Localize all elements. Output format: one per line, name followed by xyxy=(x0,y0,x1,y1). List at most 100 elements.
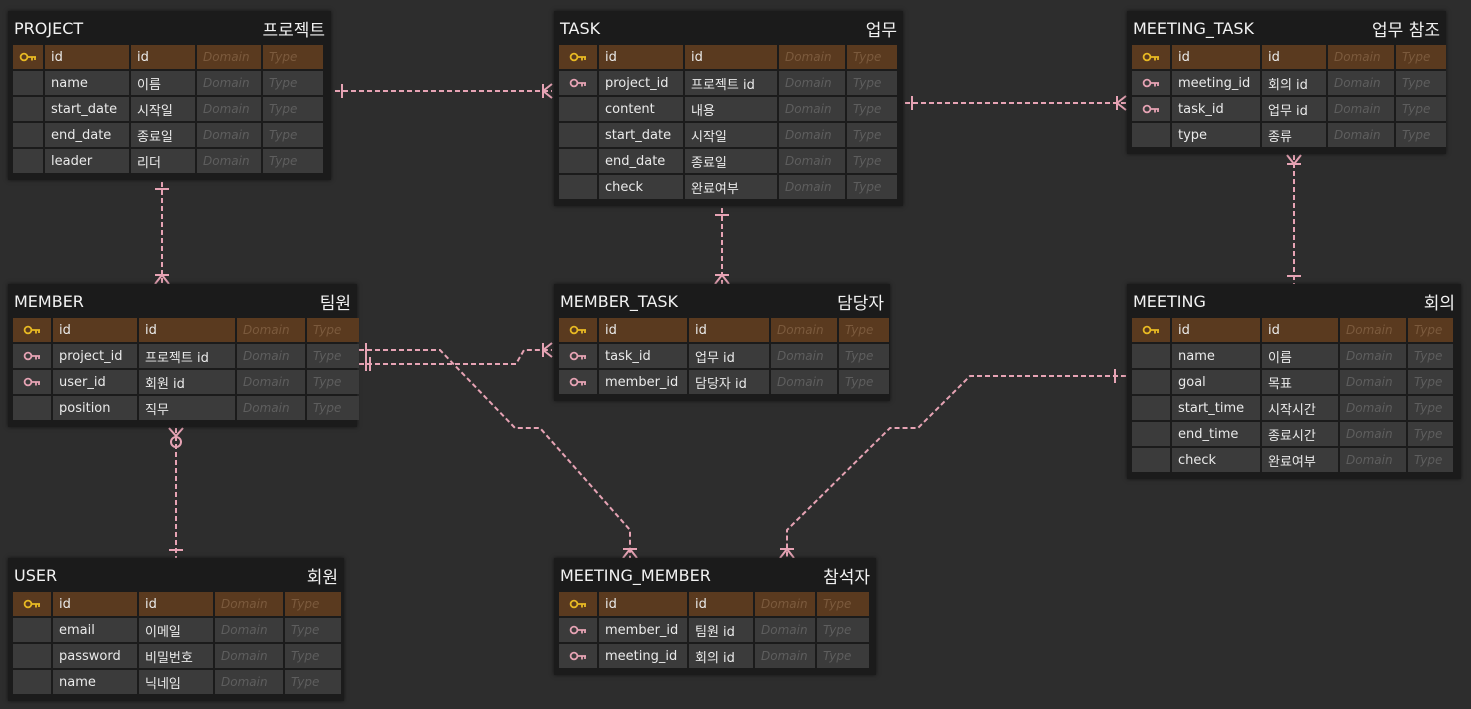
column-domain[interactable]: Domain xyxy=(771,318,837,342)
column-type[interactable]: Type xyxy=(847,45,897,69)
column-physical-name[interactable]: email xyxy=(53,618,137,642)
column-logical-name[interactable]: 담당자 id xyxy=(689,370,769,394)
column-domain[interactable]: Domain xyxy=(197,123,261,147)
column-logical-name[interactable]: id xyxy=(139,318,235,342)
column-physical-name[interactable]: leader xyxy=(45,149,129,173)
column-domain[interactable]: Domain xyxy=(197,45,261,69)
column-logical-name[interactable]: 닉네임 xyxy=(139,670,213,694)
column-physical-name[interactable]: id xyxy=(1172,318,1260,342)
column-domain[interactable]: Domain xyxy=(755,592,815,616)
column-physical-name[interactable]: project_id xyxy=(599,71,683,95)
column-type[interactable]: Type xyxy=(847,97,897,121)
column-physical-name[interactable]: task_id xyxy=(1172,97,1260,121)
column-logical-name[interactable]: id xyxy=(689,592,753,616)
column-type[interactable]: Type xyxy=(1408,370,1453,394)
column-physical-name[interactable]: check xyxy=(1172,448,1260,472)
column-physical-name[interactable]: id xyxy=(45,45,129,69)
column-domain[interactable]: Domain xyxy=(771,370,837,394)
column-logical-name[interactable]: 이메일 xyxy=(139,618,213,642)
column-type[interactable]: Type xyxy=(263,123,323,147)
column-physical-name[interactable]: meeting_id xyxy=(599,644,687,668)
column-logical-name[interactable]: 목표 xyxy=(1262,370,1338,394)
column-physical-name[interactable]: name xyxy=(53,670,137,694)
column-domain[interactable]: Domain xyxy=(215,618,283,642)
column-domain[interactable]: Domain xyxy=(779,45,845,69)
column-type[interactable]: Type xyxy=(847,123,897,147)
column-type[interactable]: Type xyxy=(839,318,889,342)
column-type[interactable]: Type xyxy=(1396,97,1446,121)
column-physical-name[interactable]: password xyxy=(53,644,137,668)
column-type[interactable]: Type xyxy=(263,71,323,95)
column-type[interactable]: Type xyxy=(285,644,341,668)
column-type[interactable]: Type xyxy=(1396,71,1446,95)
column-domain[interactable]: Domain xyxy=(779,97,845,121)
column-type[interactable]: Type xyxy=(285,618,341,642)
column-domain[interactable]: Domain xyxy=(237,396,305,420)
column-physical-name[interactable]: type xyxy=(1172,123,1260,147)
column-domain[interactable]: Domain xyxy=(1340,396,1406,420)
column-type[interactable]: Type xyxy=(263,97,323,121)
column-logical-name[interactable]: id xyxy=(1262,318,1338,342)
column-logical-name[interactable]: 팀원 id xyxy=(689,618,753,642)
column-domain[interactable]: Domain xyxy=(1340,370,1406,394)
column-domain[interactable]: Domain xyxy=(1340,344,1406,368)
column-physical-name[interactable]: end_date xyxy=(599,149,683,173)
column-logical-name[interactable]: 프로젝트 id xyxy=(685,71,777,95)
column-domain[interactable]: Domain xyxy=(755,644,815,668)
column-domain[interactable]: Domain xyxy=(237,370,305,394)
column-physical-name[interactable]: id xyxy=(599,592,687,616)
column-logical-name[interactable]: 업무 id xyxy=(689,344,769,368)
column-domain[interactable]: Domain xyxy=(779,71,845,95)
column-type[interactable]: Type xyxy=(847,149,897,173)
column-domain[interactable]: Domain xyxy=(237,318,305,342)
column-type[interactable]: Type xyxy=(307,318,359,342)
column-type[interactable]: Type xyxy=(285,670,341,694)
column-domain[interactable]: Domain xyxy=(215,592,283,616)
column-type[interactable]: Type xyxy=(1408,318,1453,342)
column-type[interactable]: Type xyxy=(817,644,869,668)
column-physical-name[interactable]: task_id xyxy=(599,344,687,368)
column-type[interactable]: Type xyxy=(1408,344,1453,368)
column-physical-name[interactable]: end_time xyxy=(1172,422,1260,446)
column-logical-name[interactable]: id xyxy=(139,592,213,616)
column-physical-name[interactable]: id xyxy=(1172,45,1260,69)
column-type[interactable]: Type xyxy=(1396,123,1446,147)
column-physical-name[interactable]: goal xyxy=(1172,370,1260,394)
column-logical-name[interactable]: 시작일 xyxy=(131,97,195,121)
column-physical-name[interactable]: end_date xyxy=(45,123,129,147)
column-physical-name[interactable]: meeting_id xyxy=(1172,71,1260,95)
column-type[interactable]: Type xyxy=(307,370,359,394)
column-type[interactable]: Type xyxy=(1408,396,1453,420)
